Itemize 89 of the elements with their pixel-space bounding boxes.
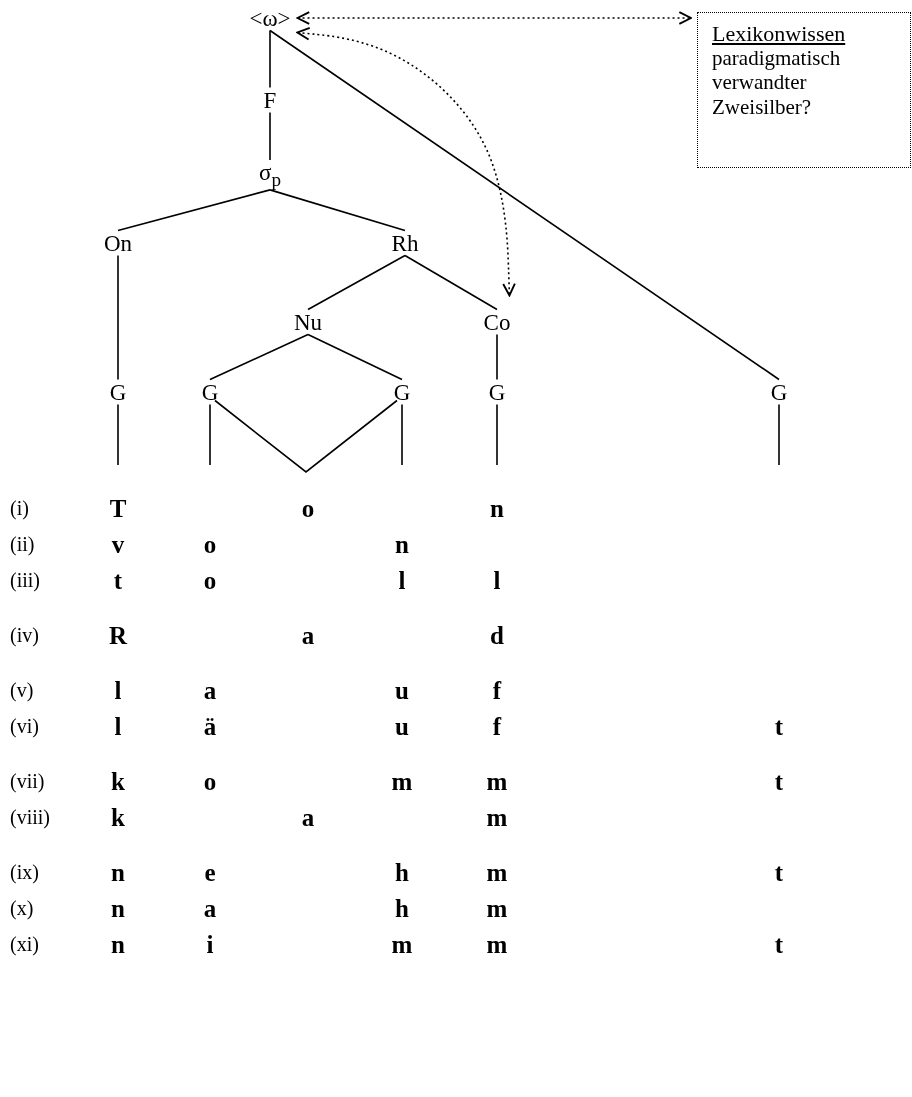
tree-node-label: Rh bbox=[390, 230, 420, 256]
segment-letter: a bbox=[301, 622, 315, 648]
segment-letter: d bbox=[490, 622, 504, 648]
segment-letter: t bbox=[774, 931, 784, 957]
row-number: (iii) bbox=[10, 570, 40, 590]
segment-letter: m bbox=[486, 768, 508, 794]
segment-letter: t bbox=[774, 859, 784, 885]
segment-letter: k bbox=[111, 768, 125, 794]
note-heading: Lexikonwissen bbox=[712, 21, 847, 47]
tree-node-label: On bbox=[102, 230, 134, 256]
segment-letter: ä bbox=[203, 713, 217, 739]
stem-line bbox=[778, 403, 780, 466]
row-number: (vii) bbox=[10, 771, 45, 791]
stem-line bbox=[117, 403, 119, 466]
segment-letter: t bbox=[113, 567, 123, 593]
dotted-arrow bbox=[296, 26, 516, 297]
segment-letter: m bbox=[486, 859, 508, 885]
segment-letter: n bbox=[111, 895, 125, 921]
segment-letter: f bbox=[492, 677, 502, 703]
segment-letter: l bbox=[493, 567, 501, 593]
stem-line bbox=[496, 403, 498, 466]
segment-letter: a bbox=[203, 895, 217, 921]
segment-letter: n bbox=[111, 859, 125, 885]
segment-letter: o bbox=[203, 768, 217, 794]
segment-letter: m bbox=[391, 931, 413, 957]
tree-branch bbox=[269, 189, 406, 232]
segment-letter: o bbox=[203, 531, 217, 557]
note-box bbox=[697, 12, 911, 168]
segment-letter: t bbox=[774, 713, 784, 739]
tree-node-label: G bbox=[392, 379, 412, 405]
segment-letter: a bbox=[301, 804, 315, 830]
row-number: (xi) bbox=[10, 934, 39, 954]
row-number: (viii) bbox=[10, 807, 50, 827]
tree-branch bbox=[269, 29, 271, 89]
stem-line bbox=[209, 403, 211, 466]
tree-branch bbox=[307, 333, 403, 381]
row-number: (vi) bbox=[10, 716, 39, 736]
row-number: (x) bbox=[10, 898, 34, 918]
tree-node-label: G bbox=[769, 379, 789, 405]
tree-branch bbox=[307, 254, 406, 311]
segment-letter: T bbox=[109, 495, 127, 521]
tree-branch bbox=[269, 111, 271, 161]
segment-letter: m bbox=[486, 895, 508, 921]
segment-letter: m bbox=[391, 768, 413, 794]
segment-letter: o bbox=[301, 495, 315, 521]
segment-letter: o bbox=[203, 567, 217, 593]
segment-letter: h bbox=[395, 895, 409, 921]
dotted-arrow bbox=[296, 11, 692, 25]
segment-letter: l bbox=[398, 567, 406, 593]
tree-node-label: σ$_{p}$ bbox=[258, 160, 282, 190]
tree-node-label: F bbox=[262, 87, 278, 113]
segment-letter: i bbox=[206, 931, 214, 957]
row-number: (ix) bbox=[10, 862, 39, 882]
segment-letter: a bbox=[203, 677, 217, 703]
tree-branch bbox=[269, 29, 780, 381]
tree-node-label: <ω> bbox=[248, 5, 292, 31]
tree-branch bbox=[404, 254, 498, 311]
note-text: paradigmatisch verwandter Zweisilber? bbox=[712, 46, 842, 119]
segment-letter: l bbox=[114, 713, 122, 739]
row-number: (iv) bbox=[10, 625, 39, 645]
tree-branch bbox=[117, 254, 119, 381]
segment-letter: h bbox=[395, 859, 409, 885]
segment-letter: k bbox=[111, 804, 125, 830]
tree-branch bbox=[496, 333, 498, 381]
segment-letter: R bbox=[108, 622, 128, 648]
linking-line bbox=[214, 399, 398, 473]
segment-letter: t bbox=[774, 768, 784, 794]
stem-line bbox=[401, 403, 403, 466]
tree-node-label: G bbox=[200, 379, 220, 405]
tree-branch bbox=[117, 189, 271, 232]
segment-letter: n bbox=[111, 931, 125, 957]
row-number: (ii) bbox=[10, 534, 35, 554]
segment-letter: u bbox=[395, 677, 409, 703]
segment-letter: m bbox=[486, 931, 508, 957]
tree-branch bbox=[209, 333, 309, 381]
segment-letter: u bbox=[395, 713, 409, 739]
segment-letter: e bbox=[204, 859, 216, 885]
tree-node-label: Co bbox=[482, 309, 512, 335]
row-number: (i) bbox=[10, 498, 29, 518]
segment-letter: m bbox=[486, 804, 508, 830]
row-number: (v) bbox=[10, 680, 34, 700]
segment-letter: n bbox=[395, 531, 409, 557]
segment-letter: l bbox=[114, 677, 122, 703]
segment-letter: f bbox=[492, 713, 502, 739]
tree-node-label: G bbox=[108, 379, 128, 405]
segment-letter: v bbox=[111, 531, 125, 557]
tree-node-label: Nu bbox=[292, 309, 324, 335]
tree-node-label: G bbox=[487, 379, 507, 405]
segment-letter: n bbox=[490, 495, 504, 521]
